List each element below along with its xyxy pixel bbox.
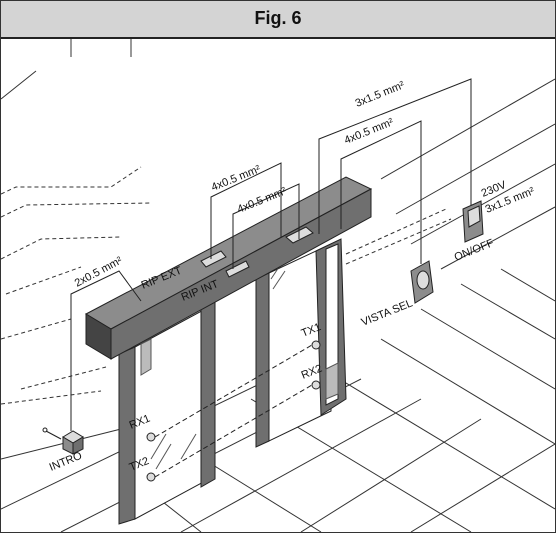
ceiling-outline [1, 166, 452, 405]
label-cable-main: 3x1.5 mm² [354, 79, 407, 110]
photocells [146, 340, 321, 482]
figure-title: Fig. 6 [254, 8, 302, 28]
intro-keyswitch [42, 427, 84, 455]
label-vista-sel: VISTA SEL [360, 297, 415, 328]
rx1-sensor [146, 432, 156, 442]
label-cable-vista: 4x0.5 mm² [343, 116, 396, 147]
cable-lines [70, 78, 472, 431]
label-onoff: ON/OFF [453, 237, 496, 264]
rip-ext-box [200, 250, 227, 268]
figure-header: Fig. 6 [1, 1, 555, 39]
background-grid [1, 39, 555, 270]
label-cable-rip-ext: 4x0.5 mm² [210, 163, 263, 194]
floor-grid [1, 268, 555, 532]
tx1-sensor [311, 340, 321, 350]
onoff-switch [462, 200, 484, 243]
rx2-sensor [311, 380, 321, 390]
rip-int-sensor [225, 260, 250, 278]
operator-header [84, 176, 373, 360]
vista-sel-device [410, 260, 434, 304]
installation-diagram: 3x1.5 mm² 4x0.5 mm² 4x0.5 mm² 4x0.5 mm² … [1, 39, 555, 532]
door-frames [118, 238, 347, 525]
label-intro: INTRO [48, 450, 85, 474]
tx2-sensor [146, 472, 156, 482]
